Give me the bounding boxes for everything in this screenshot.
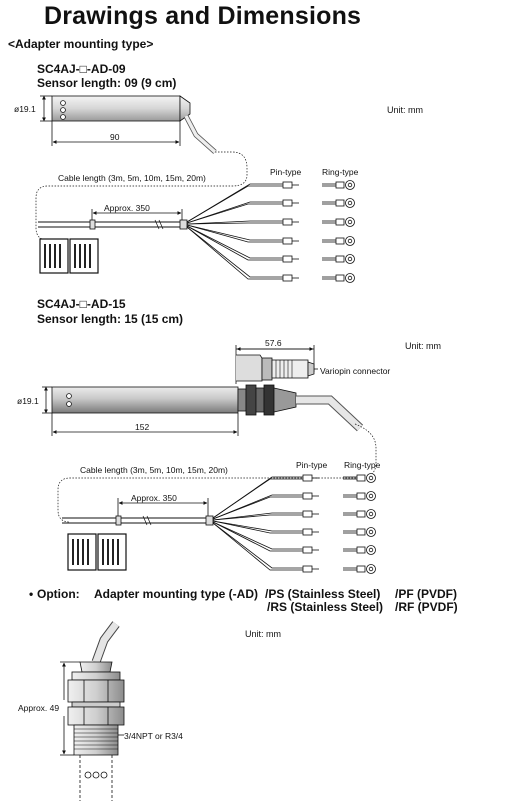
sensor-15-drawing — [42, 345, 377, 574]
adapter-drawing — [60, 621, 125, 801]
unit-label-2: Unit: mm — [405, 341, 441, 351]
unit-label-1: Unit: mm — [387, 105, 423, 115]
model-09-label: SC4AJ-□-AD-09 — [37, 62, 126, 76]
adapter-height-label: Approx. 49 — [18, 703, 60, 713]
option-rs-label: /RS (Stainless Steel) — [267, 600, 384, 614]
option-type-label: Adapter mounting type (-AD) — [94, 587, 258, 601]
variopin-connector-label: Variopin connector — [320, 366, 391, 376]
page-title: Drawings and Dimensions — [44, 2, 362, 30]
diameter-label-2: ø19.1 — [17, 396, 39, 406]
page-subtitle: <Adapter mounting type> — [8, 37, 154, 51]
adapter-thread-label: 3/4NPT or R3/4 — [124, 731, 183, 741]
option-ps-label: /PS (Stainless Steel) — [265, 587, 381, 601]
diameter-label-1: ø19.1 — [14, 104, 36, 114]
option-label: Option: — [37, 587, 80, 601]
option-pf-label: /PF (PVDF) — [395, 587, 457, 601]
sensor-length-09-label: Sensor length: 09 (9 cm) — [37, 76, 177, 90]
cable-length-label-2: Cable length (3m, 5m, 10m, 15m, 20m) — [80, 465, 228, 475]
sensor-length-15-label: Sensor length: 15 (15 cm) — [37, 312, 184, 326]
pin-type-label-1: Pin-type — [270, 167, 302, 177]
cable-length-label-1: Cable length (3m, 5m, 10m, 15m, 20m) — [58, 173, 206, 183]
length-label-1: 90 — [110, 132, 120, 142]
sensor-09-drawing — [35, 95, 355, 283]
option-rf-label: /RF (PVDF) — [395, 600, 458, 614]
length-label-2: 152 — [135, 422, 150, 432]
connector-length-label: 57.6 — [265, 338, 282, 348]
approx-label-1: Approx. 350 — [104, 203, 150, 213]
approx-label-2: Approx. 350 — [131, 493, 177, 503]
unit-label-3: Unit: mm — [245, 629, 281, 639]
pin-type-label-2: Pin-type — [296, 460, 328, 470]
ring-type-label-1: Ring-type — [322, 167, 359, 177]
ring-type-label-2: Ring-type — [344, 460, 381, 470]
model-15-label: SC4AJ-□-AD-15 — [37, 297, 126, 311]
option-bullet: • — [29, 587, 34, 601]
